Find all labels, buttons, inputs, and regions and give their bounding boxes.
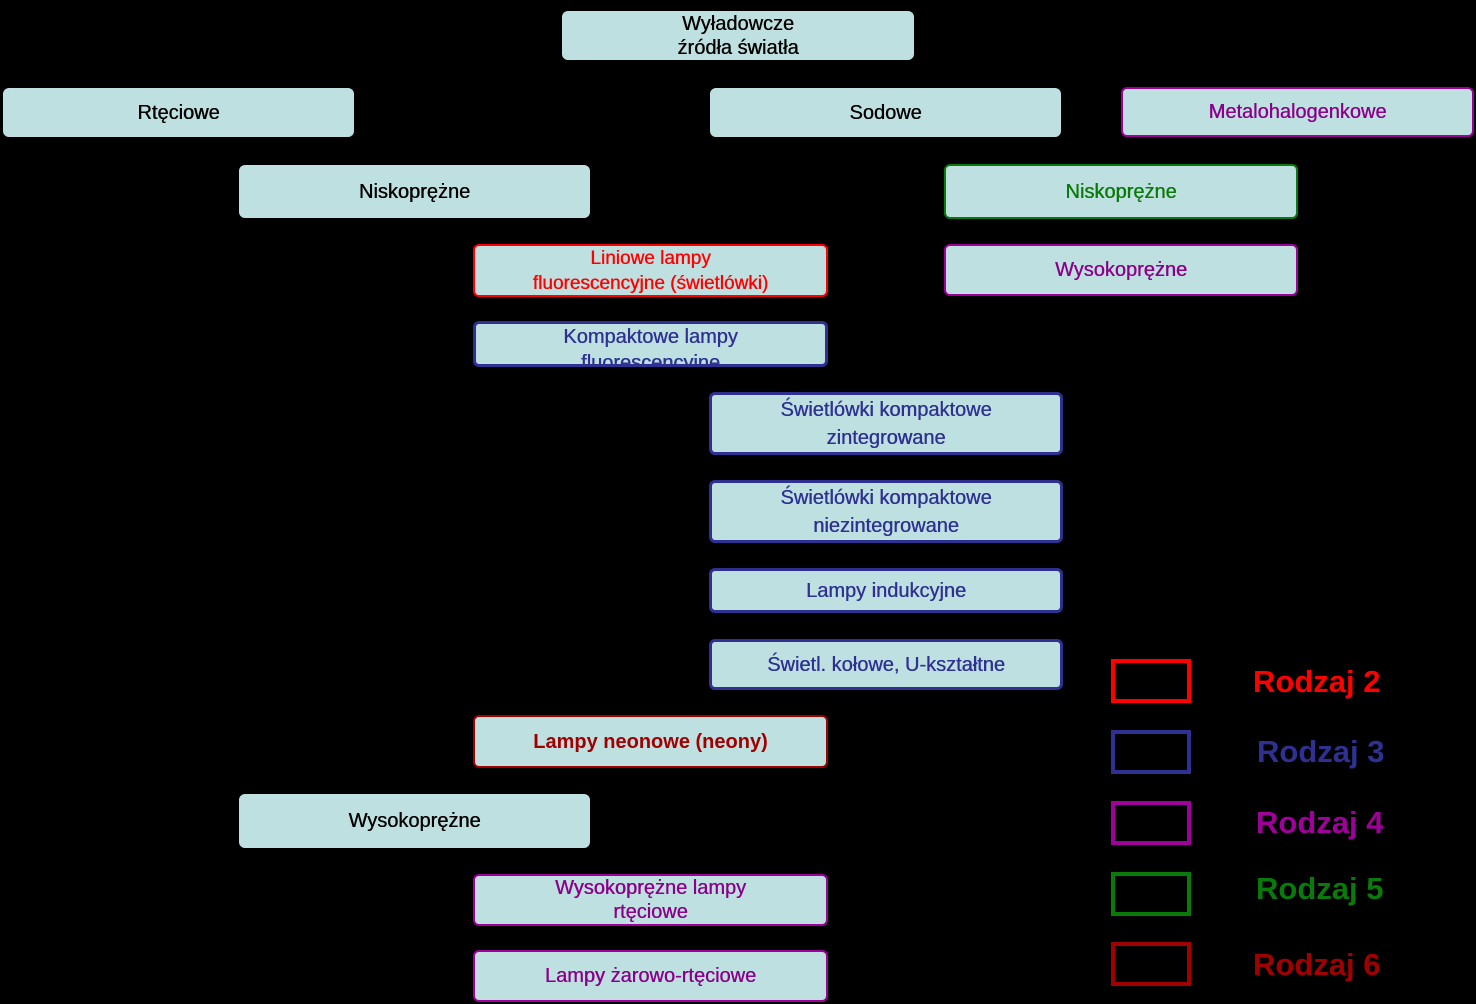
node-kompaktowe-lampy-line-2: fluorescencyjne — [581, 352, 720, 367]
legend-swatch-rodzaj-2 — [1111, 659, 1191, 703]
node-liniowe-lampy-line-2: fluorescencyjne (świetlówki) — [532, 272, 769, 294]
node-niskoprezne-rteciowe: Niskoprężne — [239, 165, 590, 218]
node-lampy-zarowo-rteciowe-label: Lampy żarowo-rtęciowe — [544, 965, 757, 987]
node-metalohalogenkowe: Metalohalogenkowe — [1121, 87, 1474, 137]
node-kompaktowe-lampy-line-1: Kompaktowe lampy — [563, 326, 738, 348]
legend-swatch-rodzaj-4 — [1111, 801, 1191, 845]
legend-swatch-rodzaj-5 — [1111, 872, 1191, 916]
node-liniowe-lampy: Liniowe lampy fluorescencyjne (świetlówk… — [473, 244, 828, 297]
node-wysokoprezne-lampy-rteciowe-line-2: rtęciowe — [613, 900, 688, 923]
node-wysokoprezne-sodowe: Wysokoprężne — [944, 244, 1298, 296]
node-lampy-indukcyjne: Lampy indukcyjne — [709, 568, 1063, 613]
node-wysokoprezne-lampy-rteciowe-line-1: Wysokoprężne lampy — [554, 876, 746, 899]
legend-label-rodzaj-5: Rodzaj 5 — [1256, 871, 1384, 906]
node-sodowe-label: Sodowe — [849, 101, 922, 124]
legend-label-rodzaj-3: Rodzaj 3 — [1257, 734, 1385, 769]
node-swietl-kolowe: Świetl. kołowe, U-kształtne — [709, 639, 1063, 690]
node-metalohalogenkowe-label: Metalohalogenkowe — [1208, 101, 1387, 123]
node-niskoprezne-sodowe-label: Niskoprężne — [1065, 180, 1177, 203]
legend-swatch-rodzaj-6 — [1111, 942, 1191, 986]
node-wysokoprezne-lampy-rteciowe: Wysokoprężne lampy rtęciowe — [473, 874, 828, 926]
node-kompaktowe-lampy: Kompaktowe lampy fluorescencyjne — [473, 321, 828, 367]
node-swietlowki-niezintegrowane-line-2: niezintegrowane — [813, 514, 959, 537]
node-swietl-kolowe-label: Świetl. kołowe, U-kształtne — [767, 653, 1005, 676]
node-lampy-indukcyjne-label: Lampy indukcyjne — [805, 579, 967, 602]
node-swietlowki-niezintegrowane: Świetlówki kompaktowe niezintegrowane — [709, 480, 1063, 543]
node-niskoprezne-sodowe: Niskoprężne — [944, 164, 1298, 219]
node-lampy-zarowo-rteciowe: Lampy żarowo-rtęciowe — [473, 950, 828, 1002]
node-sodowe: Sodowe — [710, 88, 1061, 137]
node-swietlowki-zintegrowane-line-2: zintegrowane — [826, 426, 946, 449]
node-niskoprezne-rteciowe-label: Niskoprężne — [358, 180, 471, 203]
legend-label-rodzaj-6: Rodzaj 6 — [1253, 947, 1381, 982]
node-lampy-neonowe-label: Lampy neonowe (neony) — [533, 730, 768, 753]
legend-label-rodzaj-2: Rodzaj 2 — [1253, 664, 1381, 699]
node-wysokoprezne-rteciowe-label: Wysokoprężne — [348, 810, 481, 832]
legend-label-rodzaj-4: Rodzaj 4 — [1256, 805, 1384, 840]
node-swietlowki-zintegrowane: Świetlówki kompaktowe zintegrowane — [709, 392, 1063, 455]
node-swietlowki-zintegrowane-line-1: Świetlówki kompaktowe — [780, 398, 992, 421]
node-rteciowe-label: Rtęciowe — [137, 101, 220, 124]
node-lampy-neonowe: Lampy neonowe (neony) — [473, 715, 828, 768]
node-rteciowe: Rtęciowe — [3, 88, 354, 137]
node-liniowe-lampy-line-1: Liniowe lampy — [590, 247, 711, 269]
node-wysokoprezne-rteciowe: Wysokoprężne — [239, 794, 590, 848]
node-wysokoprezne-sodowe-label: Wysokoprężne — [1054, 259, 1188, 281]
legend-swatch-rodzaj-3 — [1111, 730, 1191, 774]
node-swietlowki-niezintegrowane-line-1: Świetlówki kompaktowe — [780, 486, 992, 509]
node-root-line-2: źródła światła — [677, 36, 799, 59]
node-root: Wyładowcze źródła światła — [562, 11, 914, 60]
node-root-line-1: Wyładowcze — [681, 12, 795, 35]
